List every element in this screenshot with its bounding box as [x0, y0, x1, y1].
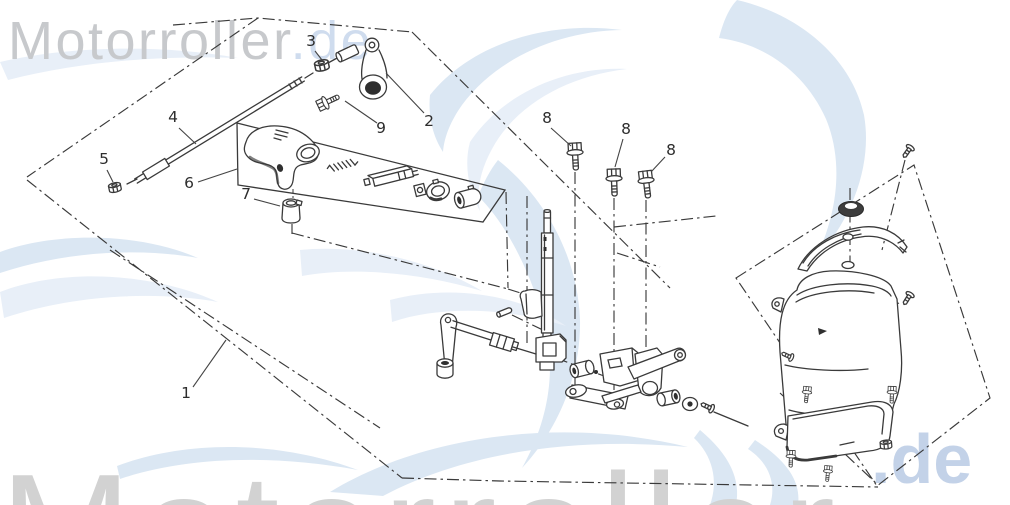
callout-8-leader-8 — [614, 138, 624, 168]
flange-bolt-8b — [605, 168, 624, 197]
callout-3-label-2: 3 — [306, 32, 316, 50]
gear-cover-housing — [771, 260, 903, 444]
roll-pin — [496, 307, 513, 318]
shift-cam-mechanism — [565, 347, 687, 410]
bent-shift-lever — [436, 313, 537, 379]
shift-knob-part-6 — [243, 125, 320, 190]
detent-slider — [363, 165, 419, 187]
callout-6-leader-5 — [197, 168, 238, 183]
tie-rod-part-4 — [126, 56, 340, 185]
cover-screw-right — [899, 289, 916, 308]
cover-nut — [879, 438, 893, 451]
flange-bolt-8a — [565, 141, 585, 172]
callout-5-leader-4 — [106, 169, 114, 183]
callout-9-leader-10 — [344, 100, 378, 124]
watermark-footer: Motorroller — [0, 442, 843, 505]
callout-labels: 1 2 3 4 5 6 7 8 8 8 9 — [99, 32, 676, 402]
pinch-bolt-part-9 — [314, 89, 343, 113]
callout-2-leader-1 — [385, 72, 425, 114]
shift-arm-part-2 — [335, 37, 388, 100]
watermark-header: Motorroller.de — [8, 11, 373, 71]
gear-spindle-shaft — [519, 208, 567, 371]
lock-nut-part-3 — [313, 57, 331, 73]
callout-8-label-9: 8 — [666, 141, 676, 159]
callout-4-leader-3 — [178, 127, 197, 145]
flat-washer — [681, 396, 699, 412]
callout-7-leader-6 — [253, 198, 281, 207]
curved-guard — [797, 226, 908, 272]
callout-8-label-7: 8 — [542, 109, 552, 127]
watermark-text-layer: Motorroller.de Motorroller .de — [0, 11, 972, 505]
callout-3-leader-2 — [314, 50, 323, 61]
cover-screw-top-corner — [899, 142, 916, 161]
callout-8-leader-7 — [550, 127, 572, 147]
callout-4-label-3: 4 — [168, 108, 178, 126]
callout-1-label-0: 1 — [181, 384, 191, 402]
pivot-bushing — [656, 389, 681, 407]
watermark-logo-shapes — [0, 0, 866, 505]
seal-ring — [425, 178, 451, 202]
callout-2-label-1: 2 — [424, 112, 434, 130]
cam-screw — [698, 399, 749, 427]
callout-1-leader-0 — [192, 339, 227, 388]
callout-6-label-5: 6 — [184, 174, 194, 192]
callout-8-label-8: 8 — [621, 120, 631, 138]
callout-5-label-4: 5 — [99, 150, 109, 168]
rubber-grommet — [838, 201, 864, 217]
knob-bushing-part-7 — [281, 198, 303, 224]
flange-bolt-8c — [636, 169, 657, 200]
callout-9-label-10: 9 — [376, 119, 386, 137]
return-spring — [326, 158, 359, 172]
end-cap — [453, 184, 482, 209]
callout-8-leader-9 — [650, 156, 666, 173]
rod-nut-part-5 — [107, 181, 123, 195]
square-washer — [413, 182, 427, 198]
callout-7-label-6: 7 — [241, 185, 251, 203]
